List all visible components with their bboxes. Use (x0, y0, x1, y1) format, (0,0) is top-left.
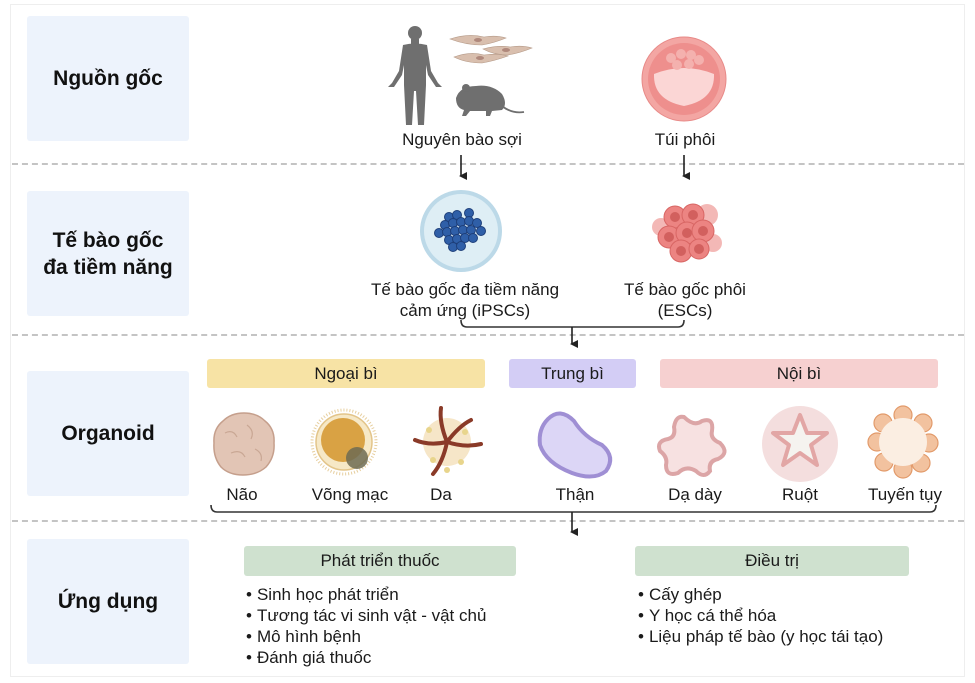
row-label-pluripotent: Tế bào gốc đa tiềm năng (27, 191, 189, 316)
row-divider (12, 520, 964, 522)
row-label-origin-text: Nguồn gốc (53, 67, 163, 90)
intestine-organoid-icon (762, 406, 838, 482)
organoid-label-kidney: Thận (555, 485, 595, 504)
human-figure-icon (388, 26, 442, 125)
therapy-title: Điều trị (745, 551, 799, 570)
esc-label-line: (ESCs) (657, 301, 713, 320)
esc-label-line: Tế bào gốc phôi (624, 280, 746, 299)
list-item: Đánh giá thuốc (246, 647, 486, 668)
stomach-organoid-icon (657, 414, 727, 477)
list-item: Tương tác vi sinh vật - vật chủ (246, 605, 486, 626)
row-label-application-text: Ứng dụng (57, 590, 159, 613)
germ-layer-label: Ngoại bì (314, 363, 378, 383)
drug-development-header: Phát triển thuốc (244, 546, 516, 576)
brain-organoid-icon (213, 412, 275, 476)
diagram-frame (10, 4, 965, 677)
organoid-label-brain: Não (226, 485, 258, 504)
row-label-pluripotent-text: Tế bào gốc đa tiềm năng (43, 227, 173, 281)
organoid-label-skin: Da (430, 485, 452, 504)
skin-organoid-icon (413, 406, 483, 476)
esc-cluster-icon (652, 203, 722, 263)
list-item: Y học cá thể hóa (638, 605, 883, 626)
germ-layer-label: Trung bì (541, 363, 604, 383)
list-item: Sinh học phát triển (246, 584, 486, 605)
row-divider (12, 334, 964, 336)
ipsc-label-line: Tế bào gốc đa tiềm năng (370, 280, 560, 299)
ipsc-label: Tế bào gốc đa tiềm năng cảm ứng (iPSCs) (355, 279, 575, 321)
esc-label: Tế bào gốc phôi (ESCs) (610, 279, 760, 321)
therapy-header: Điều trị (635, 546, 909, 576)
list-item: Liệu pháp tế bào (y học tái tạo) (638, 626, 883, 647)
row-label-line: đa tiềm năng (43, 255, 173, 279)
pancreas-organoid-icon (867, 405, 939, 479)
germ-layer-endoderm: Nội bì (660, 359, 938, 388)
list-item: Cấy ghép (638, 584, 883, 605)
row-label-origin: Nguồn gốc (27, 16, 189, 141)
mouse-icon (456, 84, 525, 116)
germ-layer-label: Nội bì (776, 363, 822, 383)
ipsc-label-line: cảm ứng (iPSCs) (399, 301, 531, 320)
row-label-organoid: Organoid (27, 371, 189, 496)
drug-development-list: Sinh học phát triển Tương tác vi sinh vậ… (246, 584, 486, 668)
row-label-line: Tế bào gốc (52, 228, 164, 252)
organoid-label-pancreas: Tuyến tụy (867, 485, 943, 504)
organoid-label-retina: Võng mạc (311, 485, 389, 504)
kidney-organoid-icon (537, 411, 613, 479)
bracket-organoids (210, 504, 937, 513)
row-divider (12, 163, 964, 165)
bracket-stem-cells (460, 319, 685, 328)
fibroblast-cells-icon (449, 35, 533, 64)
organoid-label-stomach: Dạ dày (668, 485, 722, 504)
germ-layer-ectoderm: Ngoại bì (207, 359, 485, 388)
organoid-label-intestine: Ruột (782, 485, 818, 504)
ipsc-dish-icon (420, 190, 502, 272)
drug-development-title: Phát triển thuốc (320, 551, 440, 570)
row-label-organoid-text: Organoid (61, 422, 155, 445)
row-label-application: Ứng dụng (27, 539, 189, 664)
therapy-list: Cấy ghép Y học cá thể hóa Liệu pháp tế b… (638, 584, 883, 647)
fibroblast-label: Nguyên bào sợi (402, 130, 522, 149)
list-item: Mô hình bệnh (246, 626, 486, 647)
blastocyst-icon (641, 36, 727, 122)
germ-layer-mesoderm: Trung bì (509, 359, 636, 388)
blastocyst-label: Túi phôi (654, 130, 716, 149)
retina-organoid-icon (310, 408, 378, 476)
